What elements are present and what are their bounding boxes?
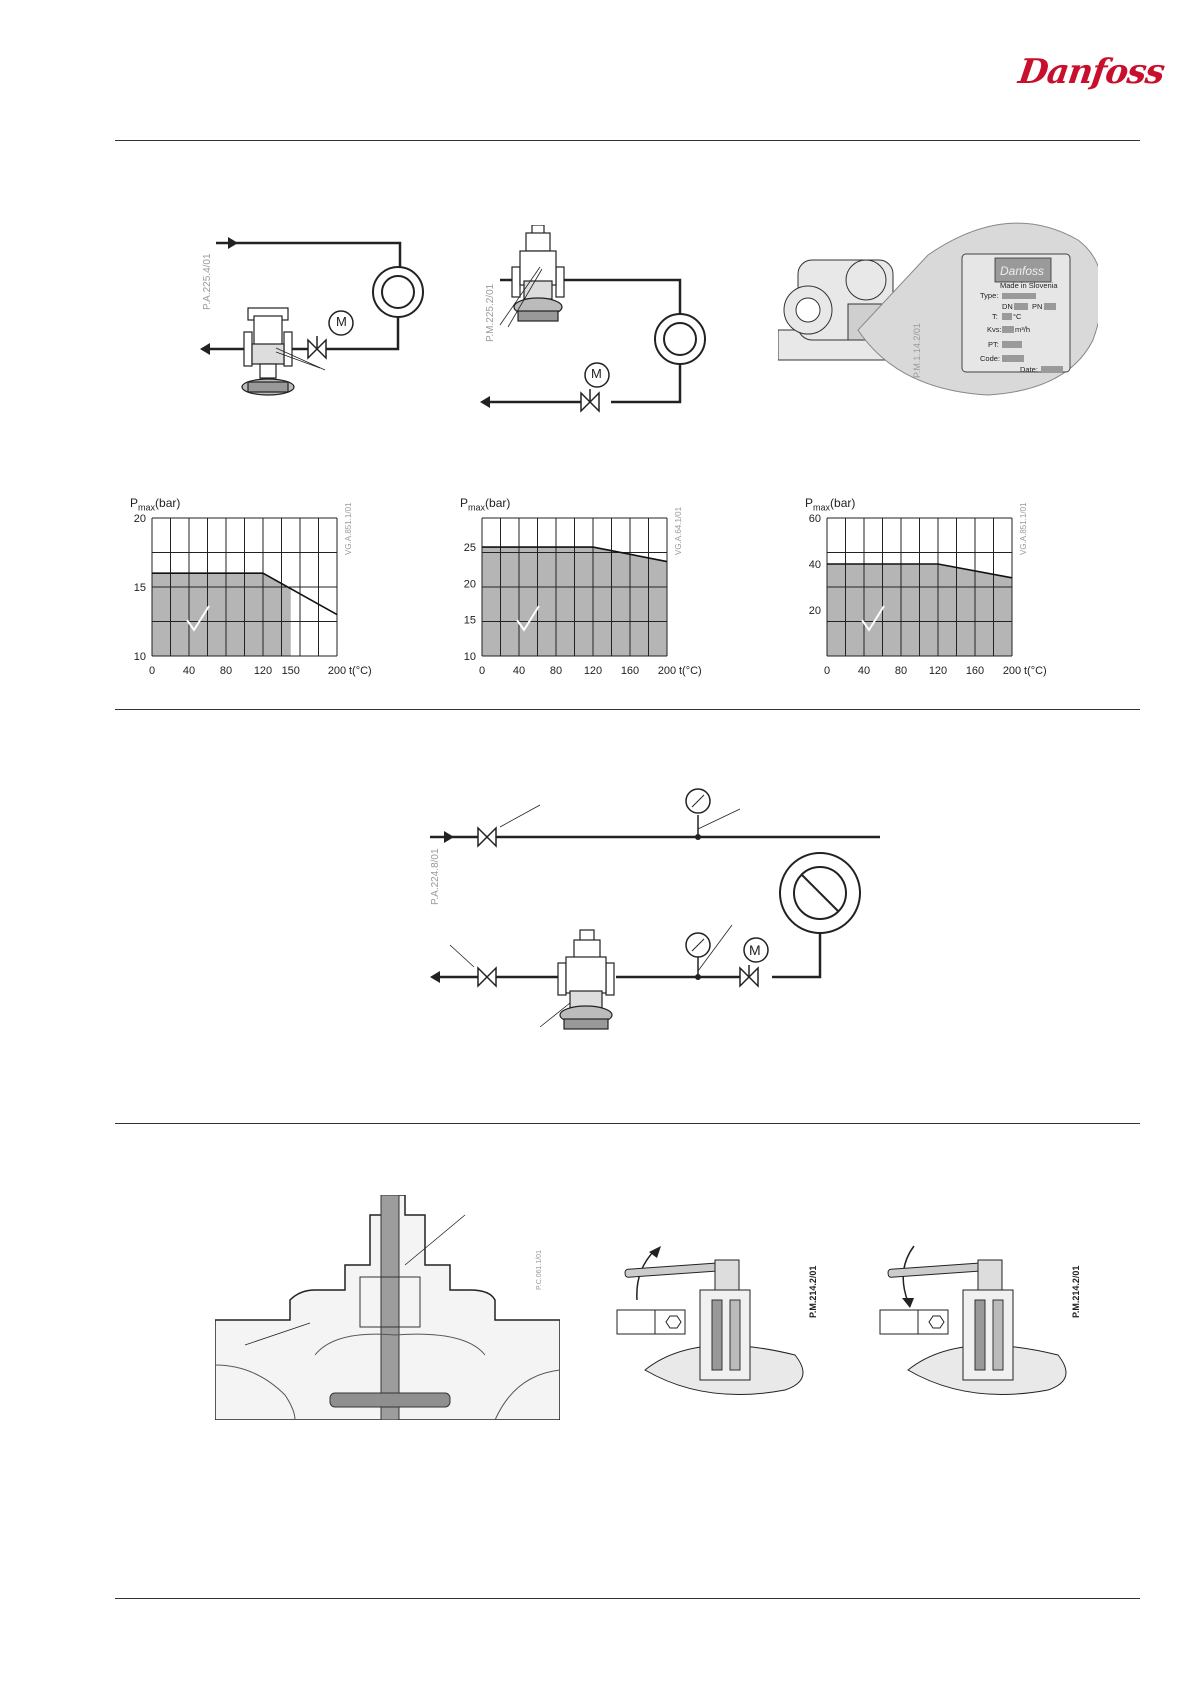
chart1-xtick-label: 0 (149, 665, 155, 677)
chart3-xlabel: t(°C) (1024, 665, 1047, 677)
nameplate-t-unit: °C (1013, 312, 1022, 321)
check-icon (861, 605, 885, 632)
chart3-xtick-label: 200 (1003, 665, 1021, 677)
chart2-ytick-label: 10 (464, 651, 476, 663)
nameplate-date: Date: (1020, 365, 1038, 374)
chart2-xtick-label: 40 (513, 665, 525, 677)
chart2-xtick-label: 80 (550, 665, 562, 677)
installation-scheme-2 (480, 225, 706, 413)
chart1-xtick-label: 150 (282, 665, 300, 677)
chart2-xtick-label: 200 (658, 665, 676, 677)
chart2-xtick-label: 120 (584, 665, 602, 677)
chart3-ylabel: Pmax(bar) (805, 496, 856, 513)
chart1-xtick-label: 80 (220, 665, 232, 677)
chart3-xtick-label: 80 (895, 665, 907, 677)
motor-label-1: M (336, 314, 347, 329)
valve-drawing (241, 307, 295, 396)
nameplate-illustration: Danfoss Made in Slovenia Type: DN PN T: … (778, 222, 1098, 396)
chart2-ylabel: Pmax(bar) (460, 496, 511, 513)
nameplate-pt: PT: (988, 340, 999, 349)
chart1-ytick-label: 20 (134, 513, 146, 525)
chart1-limit-line (152, 572, 338, 616)
handle-illustration-1 (616, 1246, 804, 1395)
chart2-xtick-label: 160 (621, 665, 639, 677)
check-icon (516, 605, 540, 632)
motor-label-3: M (749, 942, 761, 958)
chart1-ytick-label: 10 (134, 651, 146, 663)
divider-bottom (115, 1598, 1140, 1599)
figure-code-chart-3: VG.A.851.1/01 (1019, 502, 1028, 555)
nameplate-logo: Danfoss (1000, 264, 1044, 278)
chart2-ytick-label: 20 (464, 578, 476, 590)
chart1-allowed-area (152, 573, 291, 656)
chart3-limit-line (827, 563, 1013, 579)
chart2-ytick-label: 15 (464, 615, 476, 627)
chart2-limit-line (482, 546, 668, 563)
chart3-xtick-label: 0 (824, 665, 830, 677)
chart1-xtick-label: 200 (328, 665, 346, 677)
figure-code-scheme-2: P.M.225.2/01 (485, 283, 496, 342)
nameplate-dn: DN (1002, 302, 1013, 311)
figure-code-section: P.C.061.1/01 (536, 1250, 543, 1290)
figure-code-plate: P.M.1.14.2/01 (912, 323, 922, 378)
figure-code-chart-1: VG.A.851.1/01 (344, 502, 353, 555)
valve-cross-section (215, 1195, 560, 1420)
nameplate-kvs-unit: m³/h (1015, 325, 1030, 334)
divider-2 (115, 709, 1140, 710)
nameplate-pn: PN (1032, 302, 1042, 311)
chart2-ytick-label: 25 (464, 542, 476, 554)
danfoss-logo: Danfoss (1016, 52, 1167, 92)
check-icon (186, 605, 210, 632)
handle-illustration-2 (879, 1245, 1067, 1395)
nameplate-made-in: Made in Slovenia (1000, 281, 1058, 290)
chart1-ytick-label: 15 (134, 582, 146, 594)
divider-top (115, 140, 1140, 141)
nameplate-t: T: (992, 312, 998, 321)
figure-code-handle-2: P.M.214.2/01 (1071, 1265, 1081, 1318)
figure-code-chart-2: VG.A.64.1/01 (674, 506, 683, 555)
chart3-xtick-label: 160 (966, 665, 984, 677)
chart1-ylabel: Pmax(bar) (130, 496, 181, 513)
chart1-xtick-label: 120 (254, 665, 272, 677)
chart1-xtick-label: 40 (183, 665, 195, 677)
chart3-ytick-label: 20 (809, 605, 821, 617)
chart3-xtick-label: 120 (929, 665, 947, 677)
installation-scheme-1 (200, 237, 424, 396)
chart1-xlabel: t(°C) (349, 665, 372, 677)
installation-scheme-3 (430, 788, 880, 1030)
nameplate-type: Type: (980, 291, 998, 300)
nameplate-kvs: Kvs: (987, 325, 1002, 334)
nameplate-code: Code: (980, 354, 1000, 363)
figure-code-scheme-3: P.A.224.8/01 (430, 848, 441, 905)
motor-label-2: M (591, 366, 602, 381)
figure-code-scheme-1: P.A.225.4/01 (202, 253, 213, 310)
chart2-xtick-label: 0 (479, 665, 485, 677)
divider-3 (115, 1123, 1140, 1124)
chart3-ytick-label: 60 (809, 513, 821, 525)
chart2-xlabel: t(°C) (679, 665, 702, 677)
chart3-xtick-label: 40 (858, 665, 870, 677)
figure-code-handle-1: P.M.214.2/01 (808, 1265, 818, 1318)
chart3-ytick-label: 40 (809, 559, 821, 571)
